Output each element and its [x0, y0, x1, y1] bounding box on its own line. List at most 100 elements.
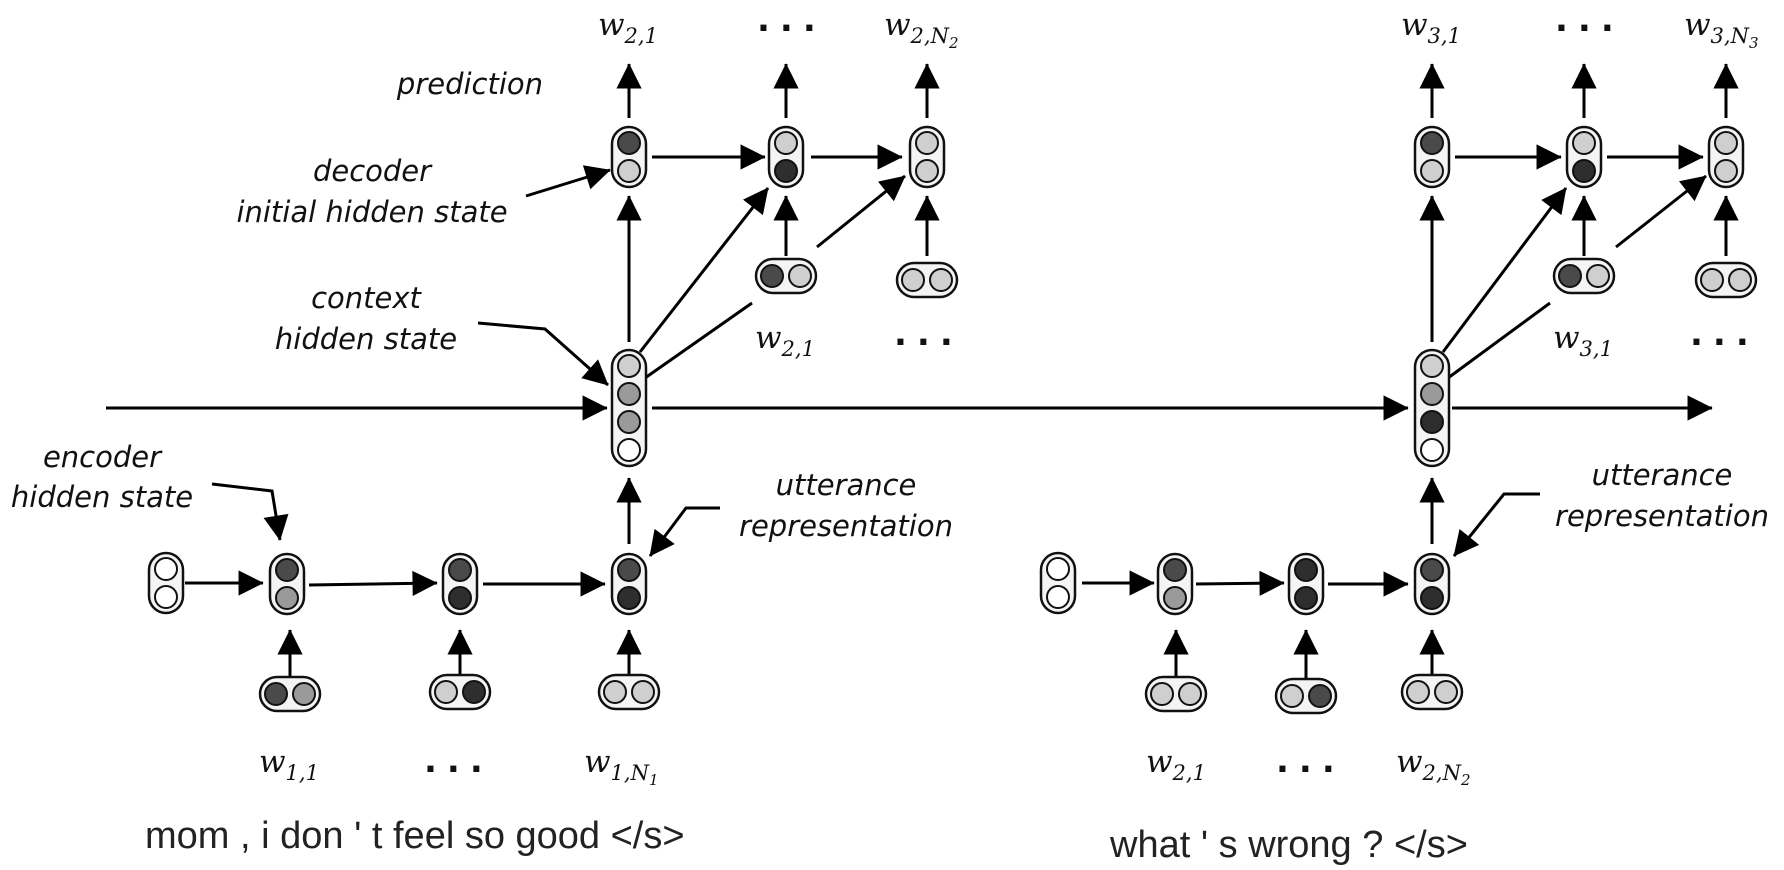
decoder2-word-1-neuron: [1586, 264, 1610, 288]
decoder2-unit-2-neuron: [1572, 159, 1596, 183]
decoder-input-ellipsis-right: ...: [1690, 314, 1759, 354]
context-unit-1: [610, 348, 648, 468]
decoder1-unit-3-neuron: [915, 159, 939, 183]
ctx1-to-dec3-arrow: [644, 301, 753, 380]
decoder-pointer: [525, 165, 611, 198]
encoder2-unit-2-neuron: [1294, 558, 1318, 582]
utterance1-label-line1: utterance: [776, 468, 917, 502]
decoder2-unit-3-neuron: [1714, 159, 1738, 183]
context-unit-2: [1413, 348, 1451, 468]
context-unit-1-neuron: [617, 382, 641, 406]
output-ellipsis-top-left: ...: [757, 0, 826, 40]
encoder1-word-3-neuron: [603, 680, 627, 704]
decoder-label-line1: decoder: [313, 154, 433, 188]
decoder1-unit-2-neuron: [774, 131, 798, 155]
context-unit-1-neuron: [617, 354, 641, 378]
encoder2-word-1: [1144, 675, 1208, 713]
context-unit-2-neuron: [1420, 438, 1444, 462]
encoder-pointer: [211, 482, 289, 541]
decoder-input-ellipsis-left: ...: [894, 314, 963, 354]
utterance1-label-line2: representation: [739, 509, 953, 543]
encoder1-word-1-neuron: [264, 682, 288, 706]
encoder-input-w2N2: w2,N2: [1396, 744, 1471, 789]
encoder1-word-2: [428, 673, 492, 711]
encoder1-word-2-neuron: [434, 680, 458, 704]
encoder-input-w11: w1,1: [259, 744, 319, 785]
context-label-line2: hidden state: [275, 322, 457, 356]
decoder2-unit-2-neuron: [1572, 131, 1596, 155]
output-ellipsis-top-right: ...: [1555, 0, 1624, 40]
decoder1-unit-2: [767, 125, 805, 189]
context-label-line1: context: [311, 281, 422, 315]
encoder2-word-2-neuron: [1308, 684, 1332, 708]
encoder1-unit-1-neuron: [275, 586, 299, 610]
encoder2-word-2: [1274, 677, 1338, 715]
encoder-label-line1: encoder: [43, 440, 163, 474]
utterance2-pointer: [1452, 492, 1540, 557]
context-unit-1-neuron: [617, 438, 641, 462]
edges: [106, 63, 1739, 678]
encoder2-unit-1-neuron: [1163, 586, 1187, 610]
ctx2-to-dec2-arrow: [1441, 187, 1568, 353]
decoder1-unit-3-neuron: [915, 131, 939, 155]
encoder1-unit-2: [441, 552, 479, 616]
encoder2-unit-2-neuron: [1294, 586, 1318, 610]
encoder-input-ellipsis-right: ...: [1276, 741, 1345, 781]
decoder2-word-2-neuron: [1700, 268, 1724, 292]
context-unit-2-neuron: [1420, 354, 1444, 378]
encoder2-word-3: [1400, 673, 1464, 711]
nodes: [147, 125, 1758, 715]
decoder2-unit-1: [1413, 125, 1451, 189]
utterance2-label-line1: utterance: [1592, 458, 1733, 492]
context-unit-1-neuron: [617, 410, 641, 434]
decoder1-unit-1-neuron: [617, 131, 641, 155]
encoder2-initial-unit: [1039, 551, 1077, 615]
encoder2-word-2-neuron: [1280, 684, 1304, 708]
encoder2-unit-3-neuron: [1420, 586, 1444, 610]
encoder1-initial-unit-neuron: [154, 557, 178, 581]
output-w31-top: w3,1: [1401, 7, 1461, 48]
context-pointer: [477, 321, 609, 387]
first-utterance-sentence: mom , i don ' t feel so good </s>: [145, 815, 685, 857]
output-w2N2-top: w2,N2: [884, 7, 959, 52]
dec1-word-to-dec3-arrow: [816, 174, 906, 249]
encoder1-word-3-neuron: [631, 680, 655, 704]
context-unit-2-neuron: [1420, 410, 1444, 434]
encoder2-word-1-neuron: [1178, 682, 1202, 706]
decoder1-word-2-neuron: [901, 268, 925, 292]
decoder2-word-1-neuron: [1558, 264, 1582, 288]
encoder2-unit-1: [1156, 552, 1194, 616]
encoder1-unit-1-neuron: [275, 558, 299, 582]
encoder1-unit-3-neuron: [617, 586, 641, 610]
encoder1-unit-3-neuron: [617, 558, 641, 582]
encoder1-unit-1: [268, 552, 306, 616]
encoder2-word-3-neuron: [1434, 680, 1458, 704]
decoder2-unit-3: [1707, 125, 1745, 189]
decoder1-unit-2-neuron: [774, 159, 798, 183]
decoder2-unit-3-neuron: [1714, 131, 1738, 155]
decoder1-unit-1: [610, 125, 648, 189]
decoder2-unit-1-neuron: [1420, 159, 1444, 183]
encoder2-unit-2: [1287, 552, 1325, 616]
output-w3N3-top: w3,N3: [1684, 7, 1759, 52]
encoder2-word-3-neuron: [1406, 680, 1430, 704]
utterance1-pointer: [648, 506, 720, 557]
labels: prediction decoder initial hidden state …: [11, 0, 1769, 866]
decoder-label-line2: initial hidden state: [236, 195, 507, 229]
decoder2-unit-2: [1565, 125, 1603, 189]
encoder2-initial-unit-neuron: [1046, 585, 1070, 609]
encoder1-unit-2-neuron: [448, 558, 472, 582]
encoder-input-w21: w2,1: [1146, 744, 1206, 785]
ctx1-to-dec2-arrow: [638, 187, 770, 353]
encoder1-initial-unit: [147, 551, 185, 615]
decoder1-word-1-neuron: [760, 264, 784, 288]
decoder1-word-2-neuron: [929, 268, 953, 292]
decoder2-word-2: [1694, 261, 1758, 299]
second-utterance-sentence: what ' s wrong ? </s>: [1109, 824, 1468, 866]
encoder1-word-2-neuron: [462, 680, 486, 704]
enc2-arrow-1: [1195, 570, 1285, 596]
utterance2-label-line2: representation: [1555, 499, 1769, 533]
encoder2-word-1-neuron: [1150, 682, 1174, 706]
decoder-input-w21: w2,1: [755, 320, 815, 361]
